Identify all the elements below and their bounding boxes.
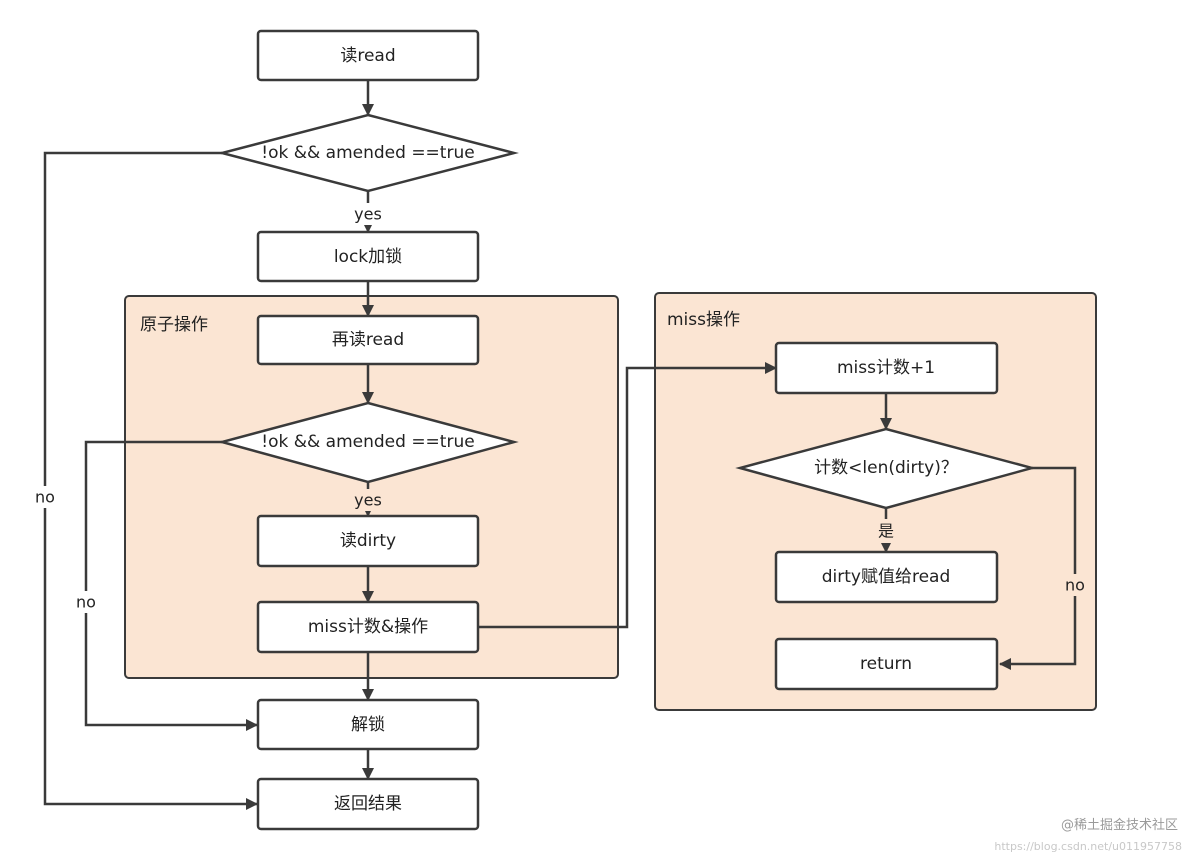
node-reread-box: [256, 314, 480, 366]
label-yes-2: yes: [354, 491, 382, 510]
label-yes-1: yes: [354, 205, 382, 224]
node-miss-inc-box: [774, 341, 999, 395]
node-miss-op-box: [256, 600, 480, 654]
node-miss-inc-text: miss计数+1: [837, 358, 935, 378]
node-lock-text: lock加锁: [334, 247, 402, 267]
group-miss-title: miss操作: [667, 310, 740, 330]
node-unlock-text: 解锁: [351, 715, 385, 735]
node-unlock-box: [256, 698, 480, 751]
node-assign-text: dirty赋值给read: [822, 567, 951, 587]
node-cond2-text: !ok && amended ==true: [261, 432, 474, 452]
edge-cond3-no: [999, 466, 1077, 670]
watermark-url: https://blog.csdn.net/u011957758: [994, 840, 1182, 853]
watermark-brand: @稀土掘金技术社区: [1060, 818, 1178, 833]
node-miss-op-text: miss计数&操作: [308, 617, 428, 637]
node-return-text: return: [860, 654, 912, 674]
edge-missop-missinc: [478, 362, 777, 629]
group-atomic: [124, 295, 619, 679]
node-cond3-diamond: [735, 427, 1037, 510]
node-read-dirty-box: [256, 514, 480, 568]
edge-cond1-no: [43, 151, 258, 810]
node-return-box: [774, 637, 999, 691]
node-read-dirty-text: 读dirty: [340, 531, 396, 551]
node-assign-box: [774, 550, 999, 604]
node-lock-box: [256, 230, 480, 283]
node-return-result-box: [256, 777, 480, 831]
node-return-result-text: 返回结果: [334, 794, 402, 814]
group-atomic-title: 原子操作: [140, 315, 208, 335]
label-no-outer: no: [35, 488, 55, 507]
label-no-right: no: [1065, 576, 1085, 595]
node-cond1-text: !ok && amended ==true: [261, 143, 474, 163]
node-read-text: 读read: [340, 46, 395, 66]
edge-cond2-no: [84, 440, 258, 731]
node-cond2-diamond: [217, 401, 519, 484]
label-shi: 是: [878, 522, 894, 541]
node-cond1-diamond: [217, 113, 519, 193]
label-no-inner: no: [76, 593, 96, 612]
node-read-box: [256, 29, 480, 82]
node-cond3-text: 计数<len(dirty)？: [814, 458, 958, 478]
node-reread-text: 再读read: [332, 330, 404, 350]
